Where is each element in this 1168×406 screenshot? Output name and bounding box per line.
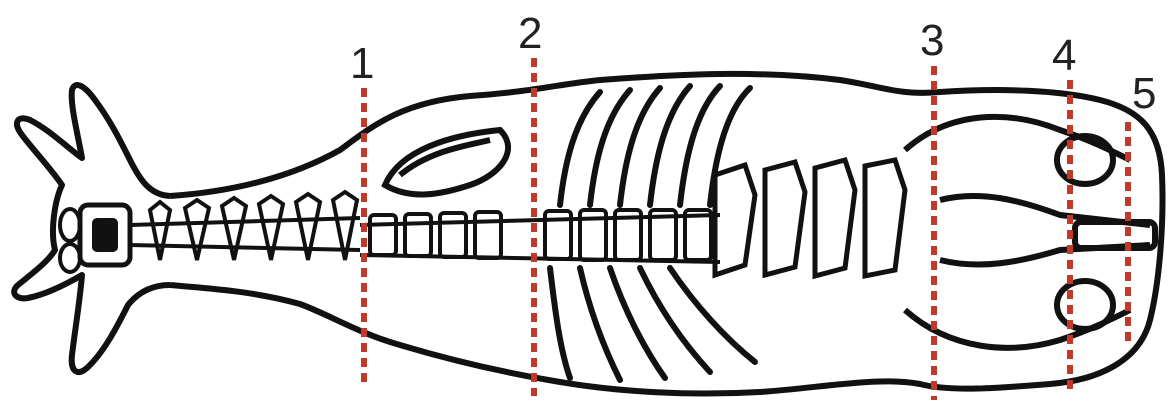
marker-label-4: 4 — [1052, 31, 1076, 80]
scapula — [385, 130, 508, 194]
cervical-vertebrae — [130, 192, 360, 260]
ribs-upper — [560, 86, 750, 205]
skull-detail — [60, 205, 130, 272]
ribs-lower — [550, 268, 755, 380]
thoracic-vertebrae — [360, 210, 720, 262]
marker-label-2: 2 — [518, 9, 542, 58]
lumbar-vertebrae — [715, 160, 905, 276]
pelvis — [905, 117, 1155, 348]
marker-label-5: 5 — [1132, 69, 1156, 118]
marker-label-3: 3 — [920, 16, 944, 65]
marker-label-1: 1 — [350, 39, 374, 88]
